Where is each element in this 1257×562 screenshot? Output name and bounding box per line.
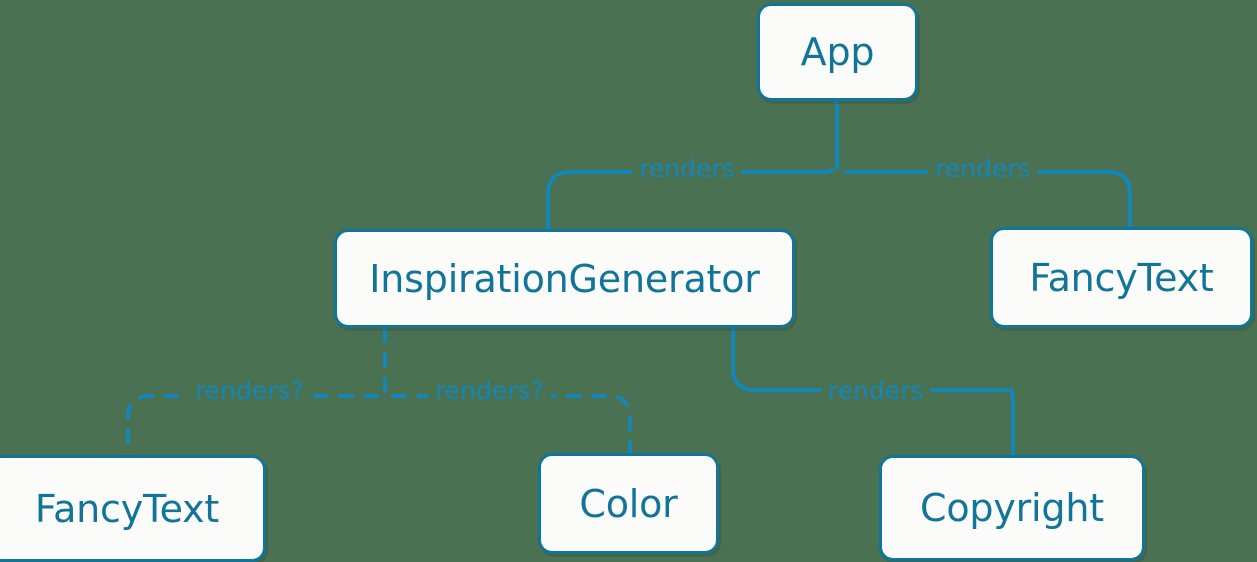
node-inspiration-generator-label: InspirationGenerator	[369, 256, 760, 301]
node-copyright[interactable]: Copyright	[879, 455, 1145, 561]
node-color[interactable]: Color	[538, 453, 719, 554]
node-fancytext-right-label: FancyText	[1029, 255, 1214, 300]
edge-inspirationgenerator-to-fancytext-left	[126, 394, 379, 458]
edge-app-to-inspirationgenerator	[546, 168, 835, 230]
node-color-label: Color	[579, 481, 678, 526]
node-app[interactable]: App	[757, 3, 918, 101]
edge-inspirationgenerator-to-color	[391, 394, 632, 455]
node-fancytext-left-label: FancyText	[34, 486, 220, 531]
edge-label-inspirationgenerator-to-fancytext-left: renders?	[188, 378, 311, 403]
edge-label-inspirationgenerator-to-copyright: renders	[821, 378, 931, 403]
edge-label-app-to-inspirationgenerator: renders	[632, 156, 742, 181]
node-app-label: App	[800, 30, 875, 74]
edge-label-app-to-fancytext-right: renders	[928, 156, 1038, 181]
node-fancytext-left[interactable]: FancyText	[0, 455, 266, 562]
edge-app-to-fancytext-right	[844, 170, 1132, 228]
node-fancytext-right[interactable]: FancyText	[990, 227, 1253, 328]
edge-label-inspirationgenerator-to-color: renders?	[428, 378, 551, 403]
node-copyright-label: Copyright	[920, 486, 1104, 530]
node-inspiration-generator[interactable]: InspirationGenerator	[334, 229, 795, 328]
